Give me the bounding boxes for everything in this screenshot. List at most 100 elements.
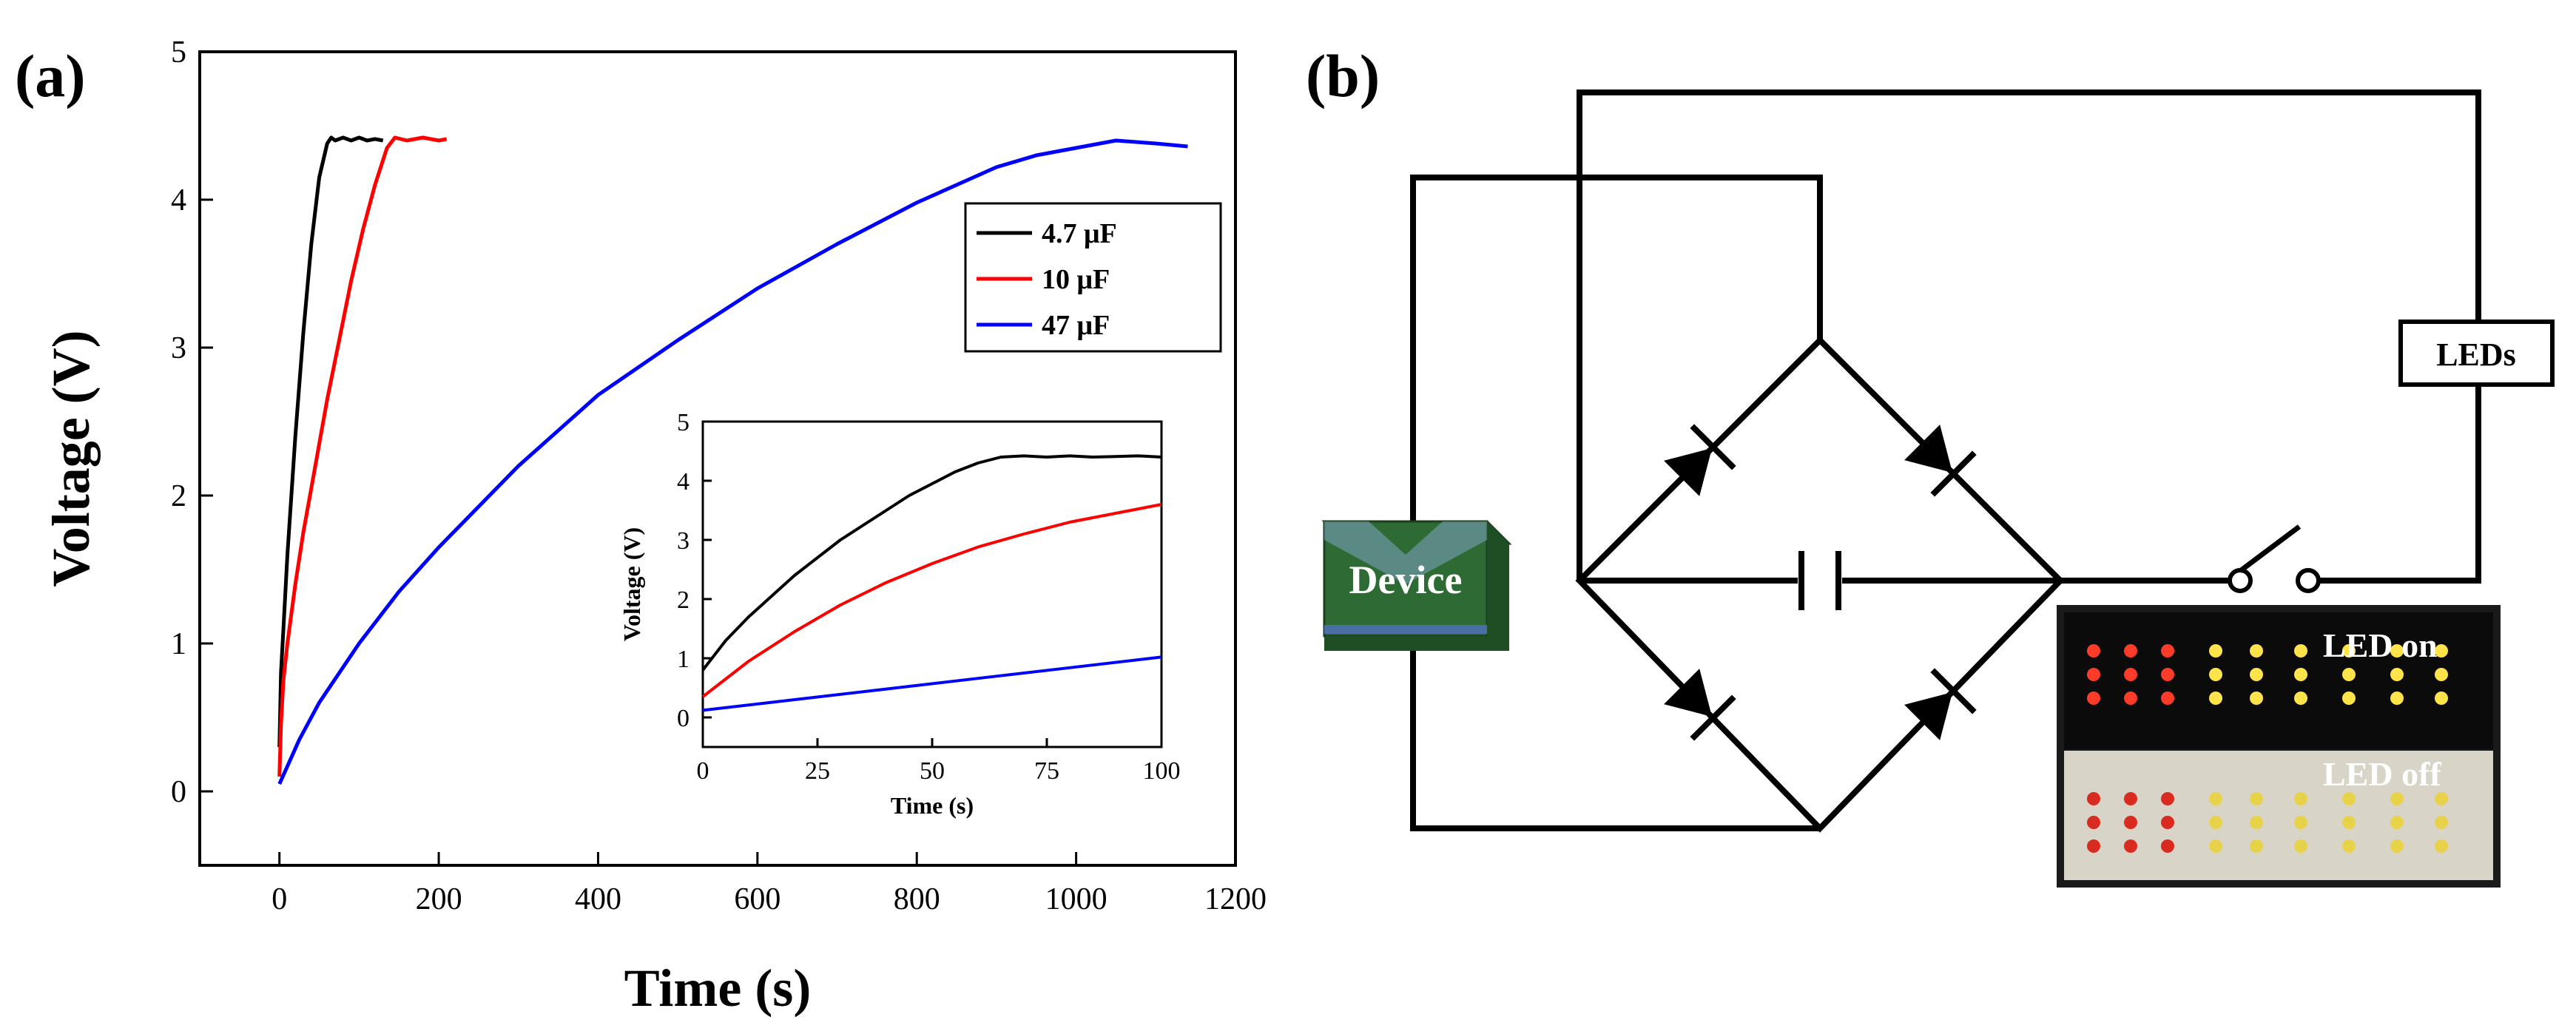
main-x-tick-label: 200 [416,882,462,916]
led-unlit-dot [2124,816,2137,829]
led-lit-dot [2209,692,2222,705]
led-unlit-dot [2161,816,2174,829]
inset-y-axis-title: Voltage (V) [618,527,645,641]
main-x-tick-label: 800 [894,882,940,916]
led-unlit-dot [2250,816,2263,829]
main-plot-frame [198,50,1237,867]
led-lit-dot [2435,692,2448,705]
led-unlit-dot [2087,792,2100,805]
main-series-line-1 [277,135,448,777]
led-lit-dot [2342,668,2356,681]
main-x-tick-label: 400 [575,882,621,916]
led-unlit-dot [2124,839,2137,853]
led-unlit-dot [2435,792,2448,805]
rectifier-circuit: LEDs [1321,89,2555,888]
led-photo-on [2064,612,2493,749]
diode-lower-left [1664,669,1736,741]
panel-b-label: (b) [1306,42,1380,109]
led-lit-dot [2250,668,2263,681]
led-lit-dot [2435,644,2448,658]
led-unlit-dot [2294,839,2307,853]
led-lit-dot [2250,644,2263,658]
main-y-tick-label: 5 [171,36,186,70]
diode-bridge [1575,336,2065,833]
led-photo-off [2064,751,2493,880]
main-y-tick-label: 1 [171,627,186,661]
led-unlit-dot [2209,839,2222,853]
led-unlit-dot [2087,816,2100,829]
main-series [277,135,1188,785]
device-label: Device [1349,558,1463,602]
led-lit-dot [2209,668,2222,681]
led-lit-dot [2161,668,2174,681]
inset-x-tick-label: 100 [1143,757,1181,785]
inset-series-line-2 [702,655,1162,712]
led-unlit-dot [2390,792,2404,805]
legend-label-47uf: 47 μF [1042,310,1110,341]
inset-series [701,454,1162,712]
led-unlit-dot [2294,816,2307,829]
led-lit-dot [2087,692,2100,705]
wire-device-top [1410,175,1823,533]
inset-y-tick-label: 3 [677,527,689,555]
led-unlit-dot [2250,839,2263,853]
legend-label-10uf: 10 μF [1042,264,1110,295]
inset-x-tick-label: 25 [805,757,830,785]
led-unlit-dot [2342,792,2356,805]
led-unlit-dot [2161,839,2174,853]
led-lit-dot [2124,668,2137,681]
main-x-ticks: 0 200 400 600 800 1000 1200 [272,852,1267,916]
led-lit-dot [2087,668,2100,681]
led-lit-dot [2209,644,2222,658]
main-y-tick-label: 2 [171,479,186,513]
main-legend: 4.7 μF 10 μF 47 μF [964,202,1222,353]
main-y-tick-label: 0 [171,775,186,809]
leds-off-dots [2087,792,2448,853]
main-y-axis-title: Voltage (V) [41,330,101,587]
diode-upper-left [1664,424,1736,496]
led-lit-dot [2294,692,2307,705]
main-x-tick-label: 0 [272,882,287,916]
led-unlit-dot [2390,839,2404,853]
led-lit-dot [2124,644,2137,658]
main-x-tick-label: 1200 [1204,882,1267,916]
inset-plot-frame [701,420,1163,748]
led-unlit-dot [2209,792,2222,805]
panel-a-label: (a) [15,42,86,109]
led-unlit-dot [2435,816,2448,829]
device-block: Device [1321,520,1512,651]
main-series-line-0 [277,135,384,748]
diode-lower-right [1904,668,1977,740]
led-lit-dot [2342,692,2356,705]
led-lit-dot [2390,668,2404,681]
inset-x-tick-label: 75 [1034,757,1059,785]
wire-device-bottom [1410,640,1820,831]
inset-y-tick-label: 2 [677,587,689,614]
led-unlit-dot [2390,816,2404,829]
led-lit-dot [2161,644,2174,658]
led-lit-dot [2250,692,2263,705]
led-unlit-dot [2209,816,2222,829]
led-lit-dot [2342,644,2356,658]
leds-box [2398,320,2555,387]
inset-y-tick-label: 1 [677,646,689,673]
inset-y-tick-label: 5 [677,409,689,436]
switch-terminal-right [2296,568,2321,593]
wire-top-loop [1577,89,2481,581]
inset-series-line-0 [701,454,1162,672]
led-lit-dot [2390,644,2404,658]
main-x-tick-label: 600 [734,882,780,916]
main-series-line-2 [277,138,1188,785]
led-unlit-dot [2250,792,2263,805]
main-x-tick-label: 1000 [1045,882,1107,916]
leds-on-dots [2087,644,2448,705]
inset-y-tick-label: 4 [677,468,689,496]
led-unlit-dot [2435,839,2448,853]
led-lit-dot [2390,692,2404,705]
